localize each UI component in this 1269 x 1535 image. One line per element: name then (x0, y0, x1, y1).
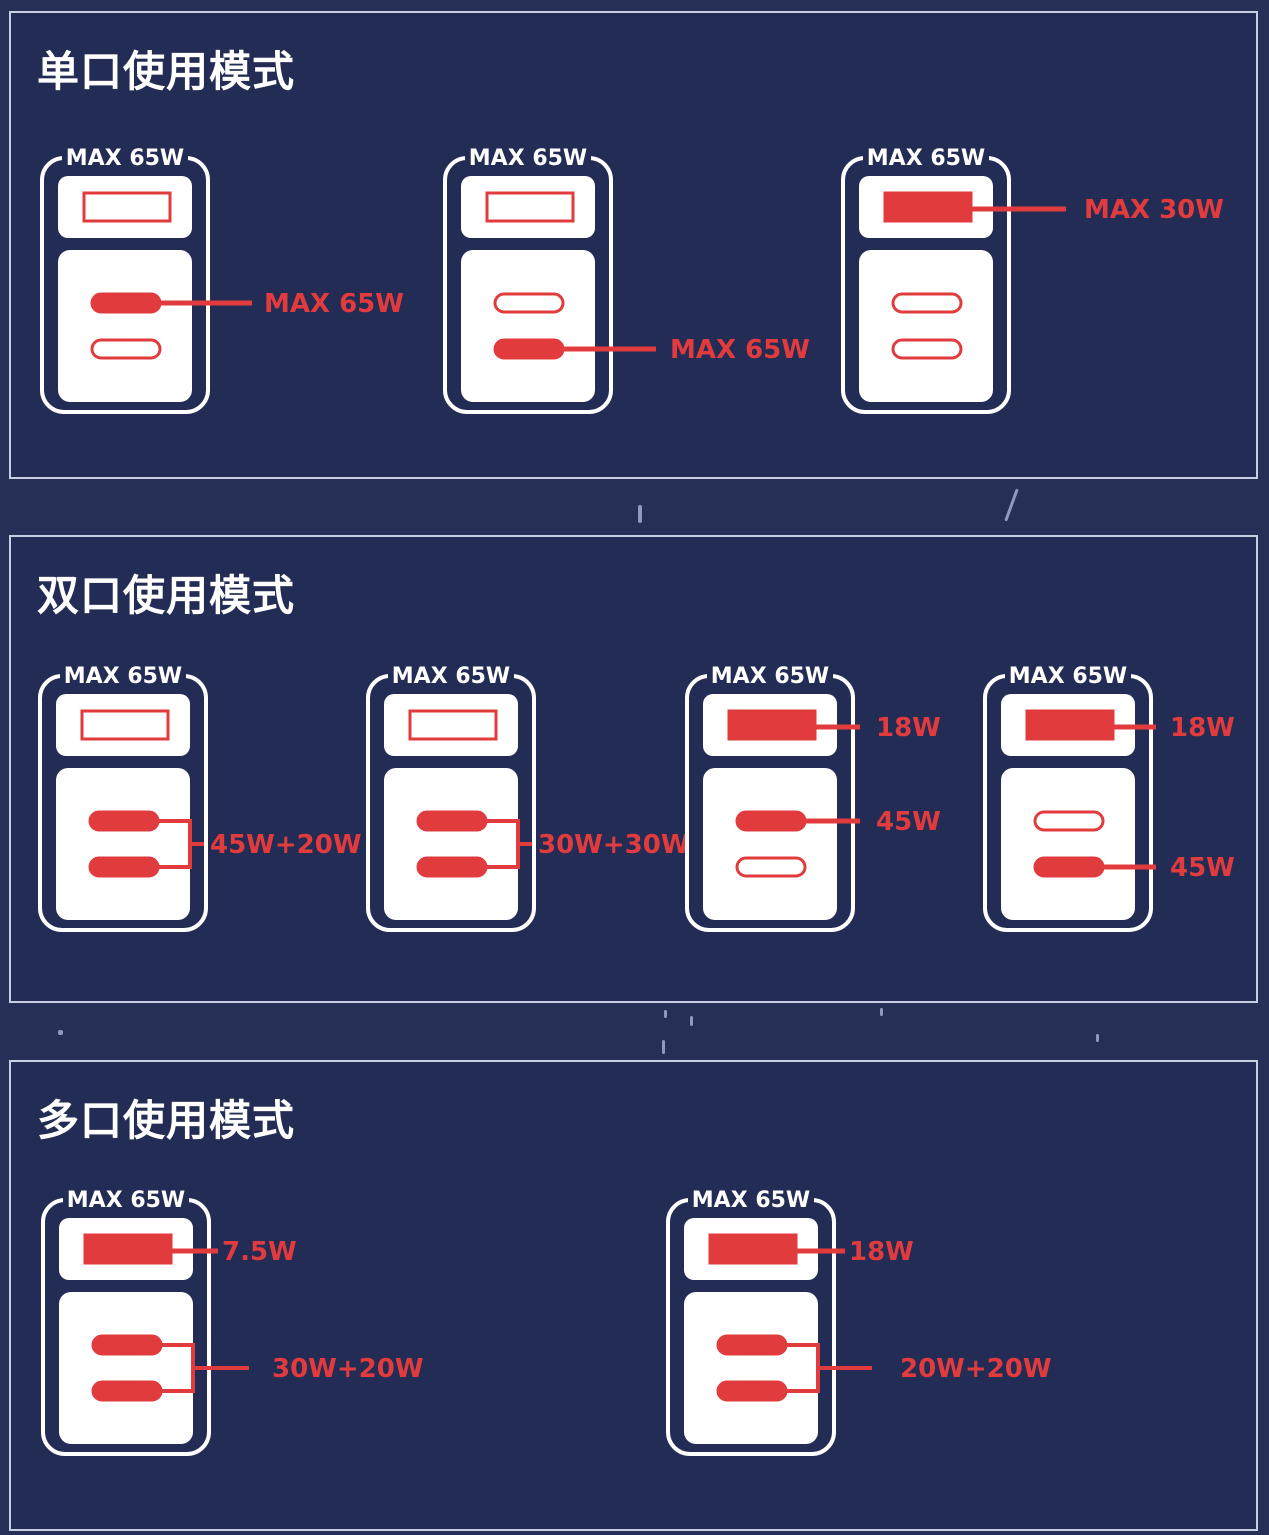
power-callout: 45W (876, 807, 941, 837)
usb-c1-port-active (91, 1334, 163, 1356)
charger-2-2: MAX 65W 30W+30W (366, 662, 690, 932)
max-power-label: MAX 65W (711, 664, 829, 689)
usb-c1-port-active (416, 810, 488, 832)
label-backdrop (863, 144, 989, 170)
section-title: 双口使用模式 (37, 571, 296, 620)
decor-speck (664, 1010, 667, 1018)
usb-a-port (80, 709, 170, 741)
usb-c2-port (735, 856, 807, 878)
label-backdrop (465, 144, 591, 170)
label-backdrop (63, 1186, 189, 1212)
usb-c-face (859, 250, 993, 402)
power-callout: 18W (1170, 713, 1235, 743)
power-callout: 45W+20W (210, 830, 362, 860)
usb-c-face (703, 768, 837, 920)
usb-c1-port-active (716, 1334, 788, 1356)
panel-multi-port-mode: 多口使用模式 (9, 1060, 1258, 1531)
usb-c2-port (891, 338, 963, 360)
usb-a-face (56, 694, 190, 756)
max-power-label: MAX 65W (1009, 664, 1127, 689)
label-backdrop (707, 662, 833, 688)
charger-3-2: MAX 65W 18W 20W+20W (666, 1186, 1052, 1456)
usb-c1-port-active (735, 810, 807, 832)
power-callout: 18W (876, 713, 941, 743)
max-power-label: MAX 65W (692, 1188, 810, 1213)
charger-2-4: MAX 65W 18W 45W (983, 662, 1235, 932)
usb-a-face (461, 176, 595, 238)
max-power-label: MAX 65W (67, 1188, 185, 1213)
usb-c-face (384, 768, 518, 920)
usb-c1-port (493, 292, 565, 314)
decor-speck (58, 1030, 63, 1035)
power-callout: MAX 65W (264, 289, 404, 319)
usb-a-face (384, 694, 518, 756)
charger-1-1: MAX 65W MAX 65W (40, 144, 404, 414)
decor-speck (880, 1008, 883, 1016)
max-power-label: MAX 65W (469, 146, 587, 171)
power-callout: MAX 30W (1084, 195, 1224, 225)
label-backdrop (388, 662, 514, 688)
decor-speck (638, 505, 642, 523)
label-backdrop (1005, 662, 1131, 688)
max-power-label: MAX 65W (64, 664, 182, 689)
label-backdrop (60, 662, 186, 688)
usb-c-face (684, 1292, 818, 1444)
usb-a-port-active (727, 709, 817, 741)
max-power-label: MAX 65W (867, 146, 985, 171)
decor-speck (662, 1040, 665, 1054)
usb-a-port-active (1025, 709, 1115, 741)
usb-a-port (485, 191, 575, 223)
usb-c2-port-active (416, 856, 488, 878)
power-callout: 45W (1170, 853, 1235, 883)
charger-1-2: MAX 65W MAX 65W (443, 144, 810, 414)
power-callout: 18W (849, 1237, 914, 1267)
charger-2-3: MAX 65W 18W 45W (685, 662, 941, 932)
usb-c-face (59, 1292, 193, 1444)
power-callout: 30W+20W (272, 1354, 424, 1384)
usb-c2-port-active (716, 1380, 788, 1402)
max-power-label: MAX 65W (392, 664, 510, 689)
usb-c1-port (891, 292, 963, 314)
usb-a-port-active (708, 1233, 798, 1265)
usb-a-port-active (83, 1233, 173, 1265)
usb-c2-port-active (493, 338, 565, 360)
usb-c-face (1001, 768, 1135, 920)
usb-c-face (58, 250, 192, 402)
charger-2-1: MAX 65W 45W+20W (38, 662, 362, 932)
power-callout: 30W+30W (538, 830, 690, 860)
section-title: 多口使用模式 (37, 1096, 296, 1145)
power-callout: 20W+20W (900, 1354, 1052, 1384)
usb-c2-port-active (1033, 856, 1105, 878)
usb-c2-port (90, 338, 162, 360)
usb-c2-port-active (91, 1380, 163, 1402)
max-power-label: MAX 65W (66, 146, 184, 171)
usb-c1-port-active (90, 292, 162, 314)
label-backdrop (688, 1186, 814, 1212)
usb-a-port-active (883, 191, 973, 223)
usb-c-face (461, 250, 595, 402)
panel-single-port-mode: 单口使用模式 (9, 11, 1258, 479)
usb-a-port (408, 709, 498, 741)
power-callout: MAX 65W (670, 335, 810, 365)
usb-c1-port-active (88, 810, 160, 832)
power-callout: 7.5W (222, 1237, 297, 1267)
decor-speck (1096, 1034, 1099, 1042)
usb-c1-port (1033, 810, 1105, 832)
usb-c-face (56, 768, 190, 920)
section-title: 单口使用模式 (37, 47, 296, 96)
usb-a-face (58, 176, 192, 238)
label-backdrop (62, 144, 188, 170)
charger-1-3: MAX 65W MAX 30W (841, 144, 1224, 414)
usb-a-port (82, 191, 172, 223)
decor-speck (690, 1016, 693, 1026)
usb-c2-port-active (88, 856, 160, 878)
charger-3-1: MAX 65W 7.5W 30W+20W (41, 1186, 424, 1456)
